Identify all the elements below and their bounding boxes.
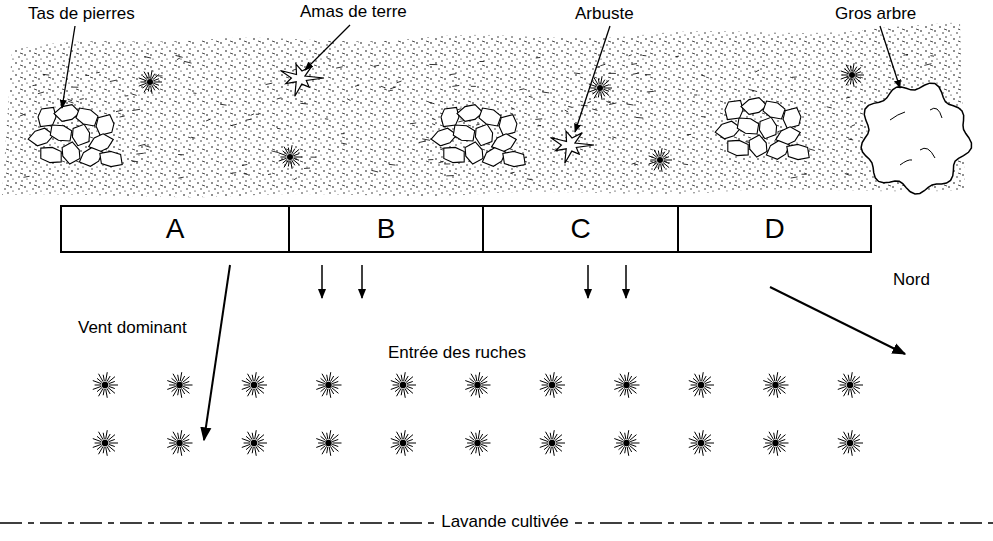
big-tree: [861, 83, 971, 194]
plant-symbol: [614, 430, 639, 456]
plant-symbol: [93, 372, 118, 398]
plant-symbol: [763, 430, 788, 456]
entrance-arrow: [625, 265, 627, 298]
earth-bank: [2, 22, 965, 197]
earth-label: Amas de terre: [300, 2, 407, 22]
plant-symbol: [465, 430, 490, 456]
stone-label: Tas de pierres: [28, 4, 135, 24]
leader-line: [575, 26, 610, 132]
lavender-rows: [93, 372, 863, 456]
hive-letter: D: [764, 215, 784, 243]
plant-symbol: [838, 430, 863, 456]
plant-symbol: [689, 372, 714, 398]
leader-line: [62, 26, 75, 108]
plant-symbol: [540, 372, 565, 398]
plant-symbol: [838, 372, 863, 398]
leader-line: [305, 25, 350, 70]
plant-symbol: [391, 430, 416, 456]
entrance-arrow: [321, 265, 323, 298]
leader-lines: [62, 25, 900, 132]
stone-pile: [715, 98, 809, 160]
wind-label: Vent dominant: [78, 318, 187, 338]
hive-box: C: [482, 205, 679, 253]
shrub: [281, 64, 325, 96]
north-label: Nord: [893, 270, 930, 290]
hive-box: B: [288, 205, 484, 253]
leader-line: [880, 26, 900, 88]
entrance-arrow: [587, 265, 589, 298]
shrub-label: Arbuste: [575, 4, 634, 24]
plant-symbol: [167, 430, 192, 456]
stone-piles: [28, 98, 809, 167]
earth-texture: [20, 54, 934, 180]
entrance-arrow: [361, 265, 363, 298]
plant-symbol: [242, 372, 267, 398]
field-label: Lavande cultivée: [435, 512, 575, 532]
hive-letter: C: [570, 215, 590, 243]
north-arrow: [770, 287, 905, 354]
shrubs: [281, 64, 595, 163]
entrance-label: Entrée des ruches: [388, 343, 526, 363]
hive-box: D: [677, 205, 872, 253]
hive-box: A: [60, 205, 290, 253]
stone-pile: [431, 105, 525, 167]
plant-symbol: [139, 70, 162, 94]
plant-symbol: [649, 148, 672, 172]
plant-symbol: [316, 372, 341, 398]
stone-pile: [28, 105, 122, 167]
hive-letter: A: [166, 215, 185, 243]
plant-symbol: [93, 430, 118, 456]
plant-symbol: [540, 430, 565, 456]
tree-detail: [890, 108, 942, 165]
plant-symbol: [279, 145, 302, 169]
plant-symbol: [391, 372, 416, 398]
plant-symbol: [689, 430, 714, 456]
hive-letter: B: [377, 215, 396, 243]
plant-symbol: [316, 430, 341, 456]
tree-label: Gros arbre: [835, 4, 916, 24]
plant-symbol: [167, 372, 192, 398]
plant-symbol: [841, 63, 864, 87]
plant-symbol: [465, 372, 490, 398]
plant-symbol: [763, 372, 788, 398]
shrub: [551, 131, 595, 163]
plant-symbol: [614, 372, 639, 398]
plants: [139, 63, 864, 172]
wind-arrow: [204, 265, 230, 440]
direction-arrows: [204, 265, 905, 440]
plant-symbol: [242, 430, 267, 456]
